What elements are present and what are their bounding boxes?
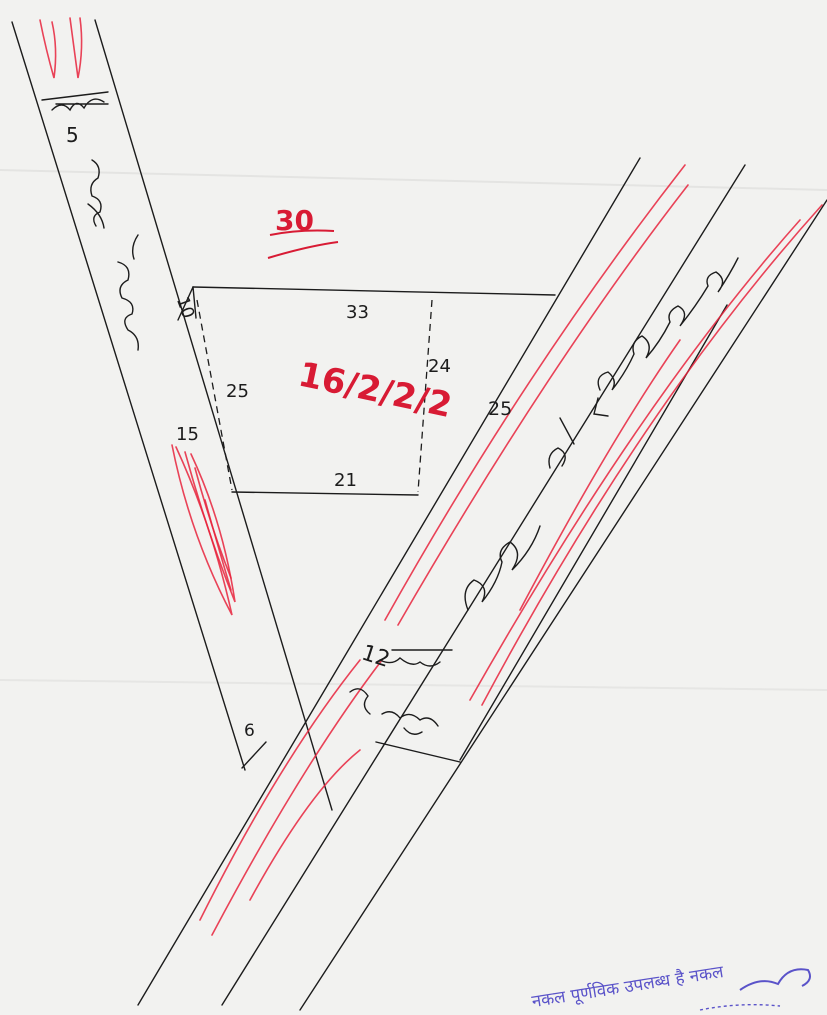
road-direction-mark	[593, 397, 609, 417]
main-road-red-hatching	[199, 164, 823, 936]
main-road-width-measurement: 12	[358, 640, 392, 672]
stamp-text: नकल पूर्णविक उपलब्ध है नकल	[530, 961, 725, 1012]
left-road-number: 5	[66, 123, 79, 147]
stamp-signature	[739, 968, 811, 991]
main-road-writing-3	[597, 257, 739, 391]
diagonal-side-measurement: 25	[488, 398, 512, 420]
main-road-edge-2	[221, 164, 746, 1006]
main-road-writing-1	[464, 525, 541, 611]
bottom-side-measurement: 21	[334, 470, 357, 491]
handwritten-annotations	[51, 98, 739, 735]
left-side-measurement: 25	[226, 381, 249, 402]
left-road-inner-edge	[94, 19, 333, 811]
main-road-width-tick	[375, 741, 461, 763]
paper-fold	[0, 169, 827, 191]
right-side-measurement: 24	[428, 356, 451, 377]
neighbor-plot-number: 30	[275, 204, 314, 237]
left-road-vertical-writing	[117, 261, 139, 351]
left-road-vertical-writing	[87, 159, 105, 229]
plot-top-edge	[192, 286, 556, 296]
plot-30-underline	[267, 241, 339, 259]
left-road	[11, 19, 333, 811]
left-road-top-tick	[41, 91, 109, 101]
attestation-stamp: नकल पूर्णविक उपलब्ध है नकल	[530, 961, 811, 1012]
plot-right-dashed-edge	[417, 299, 433, 493]
plot-30-underline	[269, 229, 335, 236]
plot-left-dashed-edge	[196, 299, 233, 491]
plot-corner-tick	[192, 286, 197, 319]
left-road-bottom-tick	[241, 741, 267, 769]
main-road	[137, 157, 827, 1011]
main-road-edge-3	[299, 199, 827, 1011]
left-road-red-hatching	[39, 17, 236, 616]
plot-bottom-edge	[231, 491, 419, 496]
plot-corner-tick	[177, 286, 194, 321]
main-road-bottom-writing	[349, 688, 439, 735]
left-road-bottom-measurement: 6	[244, 721, 255, 741]
left-road-outer-edge	[11, 21, 246, 771]
paper-fold	[0, 679, 827, 691]
plot-boundary	[177, 286, 556, 496]
main-road-median	[459, 304, 728, 761]
top-side-measurement: 33	[346, 302, 369, 323]
road-bracket	[131, 234, 139, 260]
stamp-dotted-line	[699, 1003, 781, 1011]
left-road-annotation	[51, 98, 109, 112]
left-road-segment-measurement: 15	[176, 424, 199, 445]
main-road-width-writing	[379, 649, 453, 667]
main-road-edge-1	[137, 157, 641, 1006]
main-road-writing-2	[548, 417, 575, 469]
